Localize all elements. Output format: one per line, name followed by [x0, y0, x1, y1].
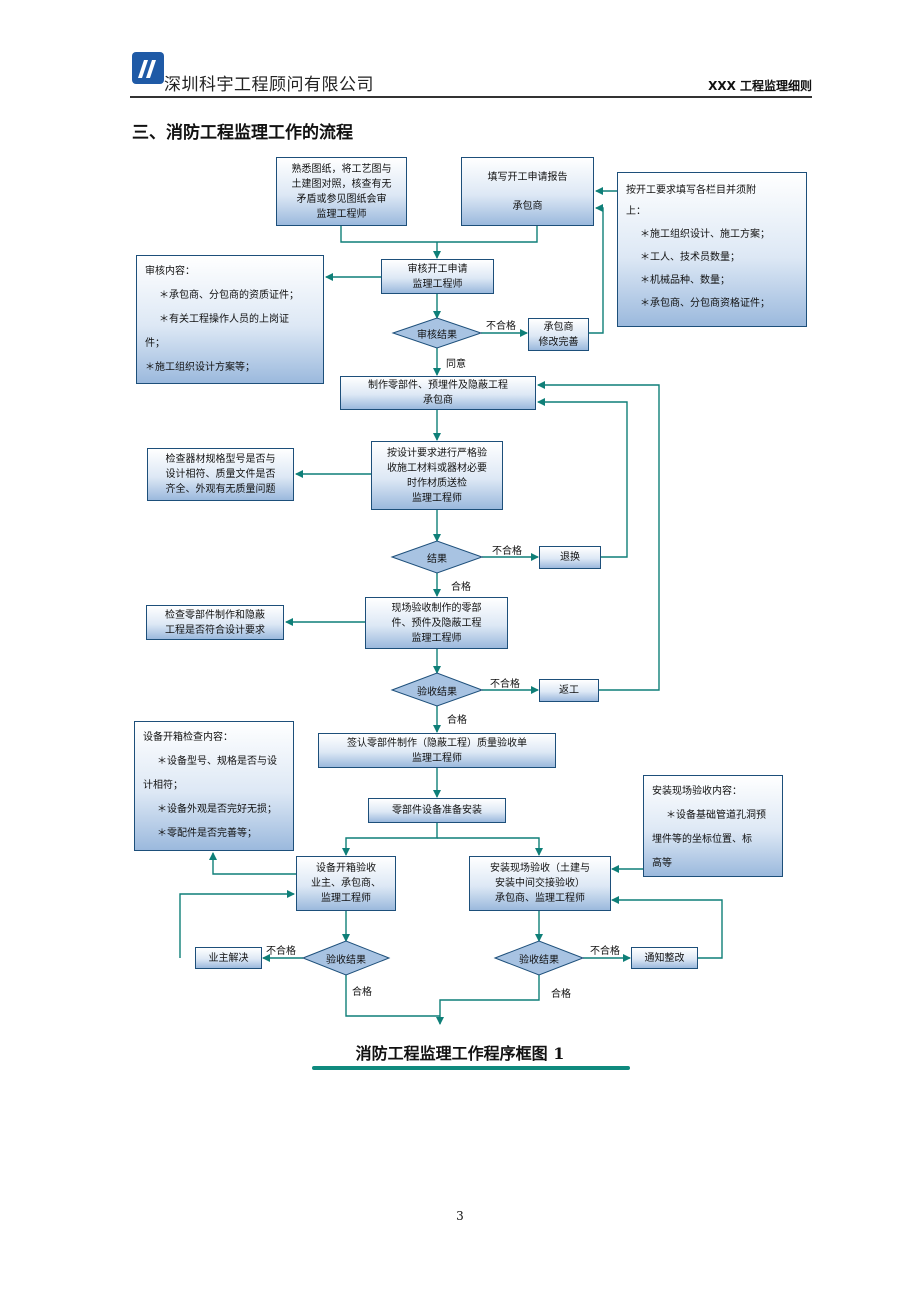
box-unpack-note: 设备开箱检查内容： ＊设备型号、规格是否与设 计相符； ＊设备外观是否完好无损；…: [134, 721, 294, 851]
figure-caption: 消防工程监理工作程序框图 1: [355, 1044, 565, 1063]
header-rule: [130, 96, 812, 98]
box-apply-note: 按开工要求填写各栏目并须附 上： ＊施工组织设计、施工方案； ＊工人、技术员数量…: [617, 172, 807, 327]
label-pass-3: 合格: [352, 987, 372, 998]
label-fail-4: 不合格: [266, 946, 296, 957]
label-fail-1: 不合格: [486, 321, 516, 332]
company-logo: [132, 52, 164, 84]
flowchart-connectors: [179, 187, 723, 1025]
box-rework: 返工: [539, 679, 599, 702]
box-review-application: 审核开工申请 监理工程师: [381, 259, 494, 294]
box-material-note: 检查器材规格型号是否与 设计相符、质量文件是否 齐全、外观有无质量问题: [147, 448, 294, 501]
decision-accept-3: 验收结果: [519, 955, 559, 966]
box-make-parts: 制作零部件、预埋件及隐蔽工程 承包商: [340, 376, 536, 410]
box-prepare-install: 零部件设备准备安装: [368, 798, 506, 823]
decision-accept3-shape: [493, 940, 585, 976]
page-number: 3: [456, 1209, 464, 1223]
label-fail-3: 不合格: [490, 679, 520, 690]
box-site-accept: 现场验收制作的零部 件、预件及隐蔽工程 监理工程师: [365, 597, 508, 649]
box-revise: 承包商 修改完善: [528, 318, 589, 351]
decision-accept2-shape: [301, 940, 391, 976]
box-return-goods: 退换: [539, 546, 601, 569]
box-notify-fix: 通知整改: [631, 947, 698, 969]
decision-accept-1: 验收结果: [417, 687, 457, 698]
decision-result: 结果: [427, 554, 447, 565]
document-title: XXX 工程监理细则: [708, 79, 812, 93]
box-review-note: 审核内容： ＊承包商、分包商的资质证件； ＊有关工程操作人员的上岗证 件； ＊施…: [136, 255, 324, 384]
decision-review: 审核结果: [417, 330, 457, 341]
label-pass-2: 合格: [447, 715, 467, 726]
box-install-accept: 安装现场验收（土建与 安装中间交接验收） 承包商、监理工程师: [469, 856, 611, 911]
label-agree: 同意: [446, 359, 466, 370]
decision-result-shape: [390, 540, 484, 574]
label-fail-2: 不合格: [492, 546, 522, 557]
decision-accept1-shape: [390, 672, 484, 707]
box-owner-solve: 业主解决: [195, 947, 262, 969]
box-unpack-accept: 设备开箱验收 业主、承包商、 监理工程师: [296, 856, 396, 911]
decision-accept-2: 验收结果: [326, 955, 366, 966]
section-title: 三、消防工程监理工作的流程: [132, 123, 353, 143]
label-pass-4: 合格: [551, 989, 571, 1000]
company-name: 深圳科宇工程顾问有限公司: [164, 75, 374, 95]
box-study-drawings: 熟悉图纸，将工艺图与 土建图对照，核查有无 矛盾或参见图纸会审 监理工程师: [276, 157, 407, 226]
label-fail-5: 不合格: [590, 946, 620, 957]
label-pass-1: 合格: [451, 582, 471, 593]
decision-review-shape: [391, 317, 483, 349]
box-site-note: 检查零部件制作和隐蔽 工程是否符合设计要求: [146, 605, 284, 640]
box-sign-acceptance: 签认零部件制作（隐蔽工程）质量验收单 监理工程师: [318, 733, 556, 768]
box-install-note: 安装现场验收内容： ＊设备基础管道孔洞预 埋件等的坐标位置、标 高等: [643, 775, 783, 877]
caption-underline: [312, 1066, 630, 1070]
box-apply-start: 填写开工申请报告 承包商: [461, 157, 594, 226]
box-check-material: 按设计要求进行严格验 收施工材料或器材必要 时作材质送检 监理工程师: [371, 441, 503, 510]
